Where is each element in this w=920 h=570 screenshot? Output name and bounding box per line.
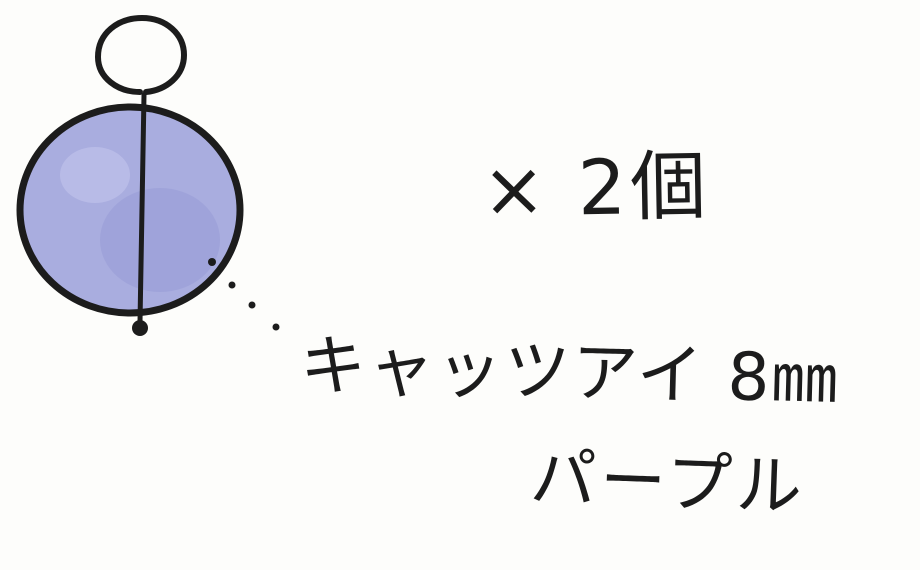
leader-dots <box>208 258 280 331</box>
quantity-label: × 2個 <box>481 141 711 234</box>
bead-shade <box>100 188 220 292</box>
bead-highlight <box>60 147 130 203</box>
bead-pin <box>137 92 147 325</box>
bead-pin-end <box>132 320 148 336</box>
part-color-label: パープル <box>528 439 808 526</box>
part-name-label: キャッツアイ 8㎜ <box>299 326 841 419</box>
bead-loop-icon <box>94 14 188 95</box>
